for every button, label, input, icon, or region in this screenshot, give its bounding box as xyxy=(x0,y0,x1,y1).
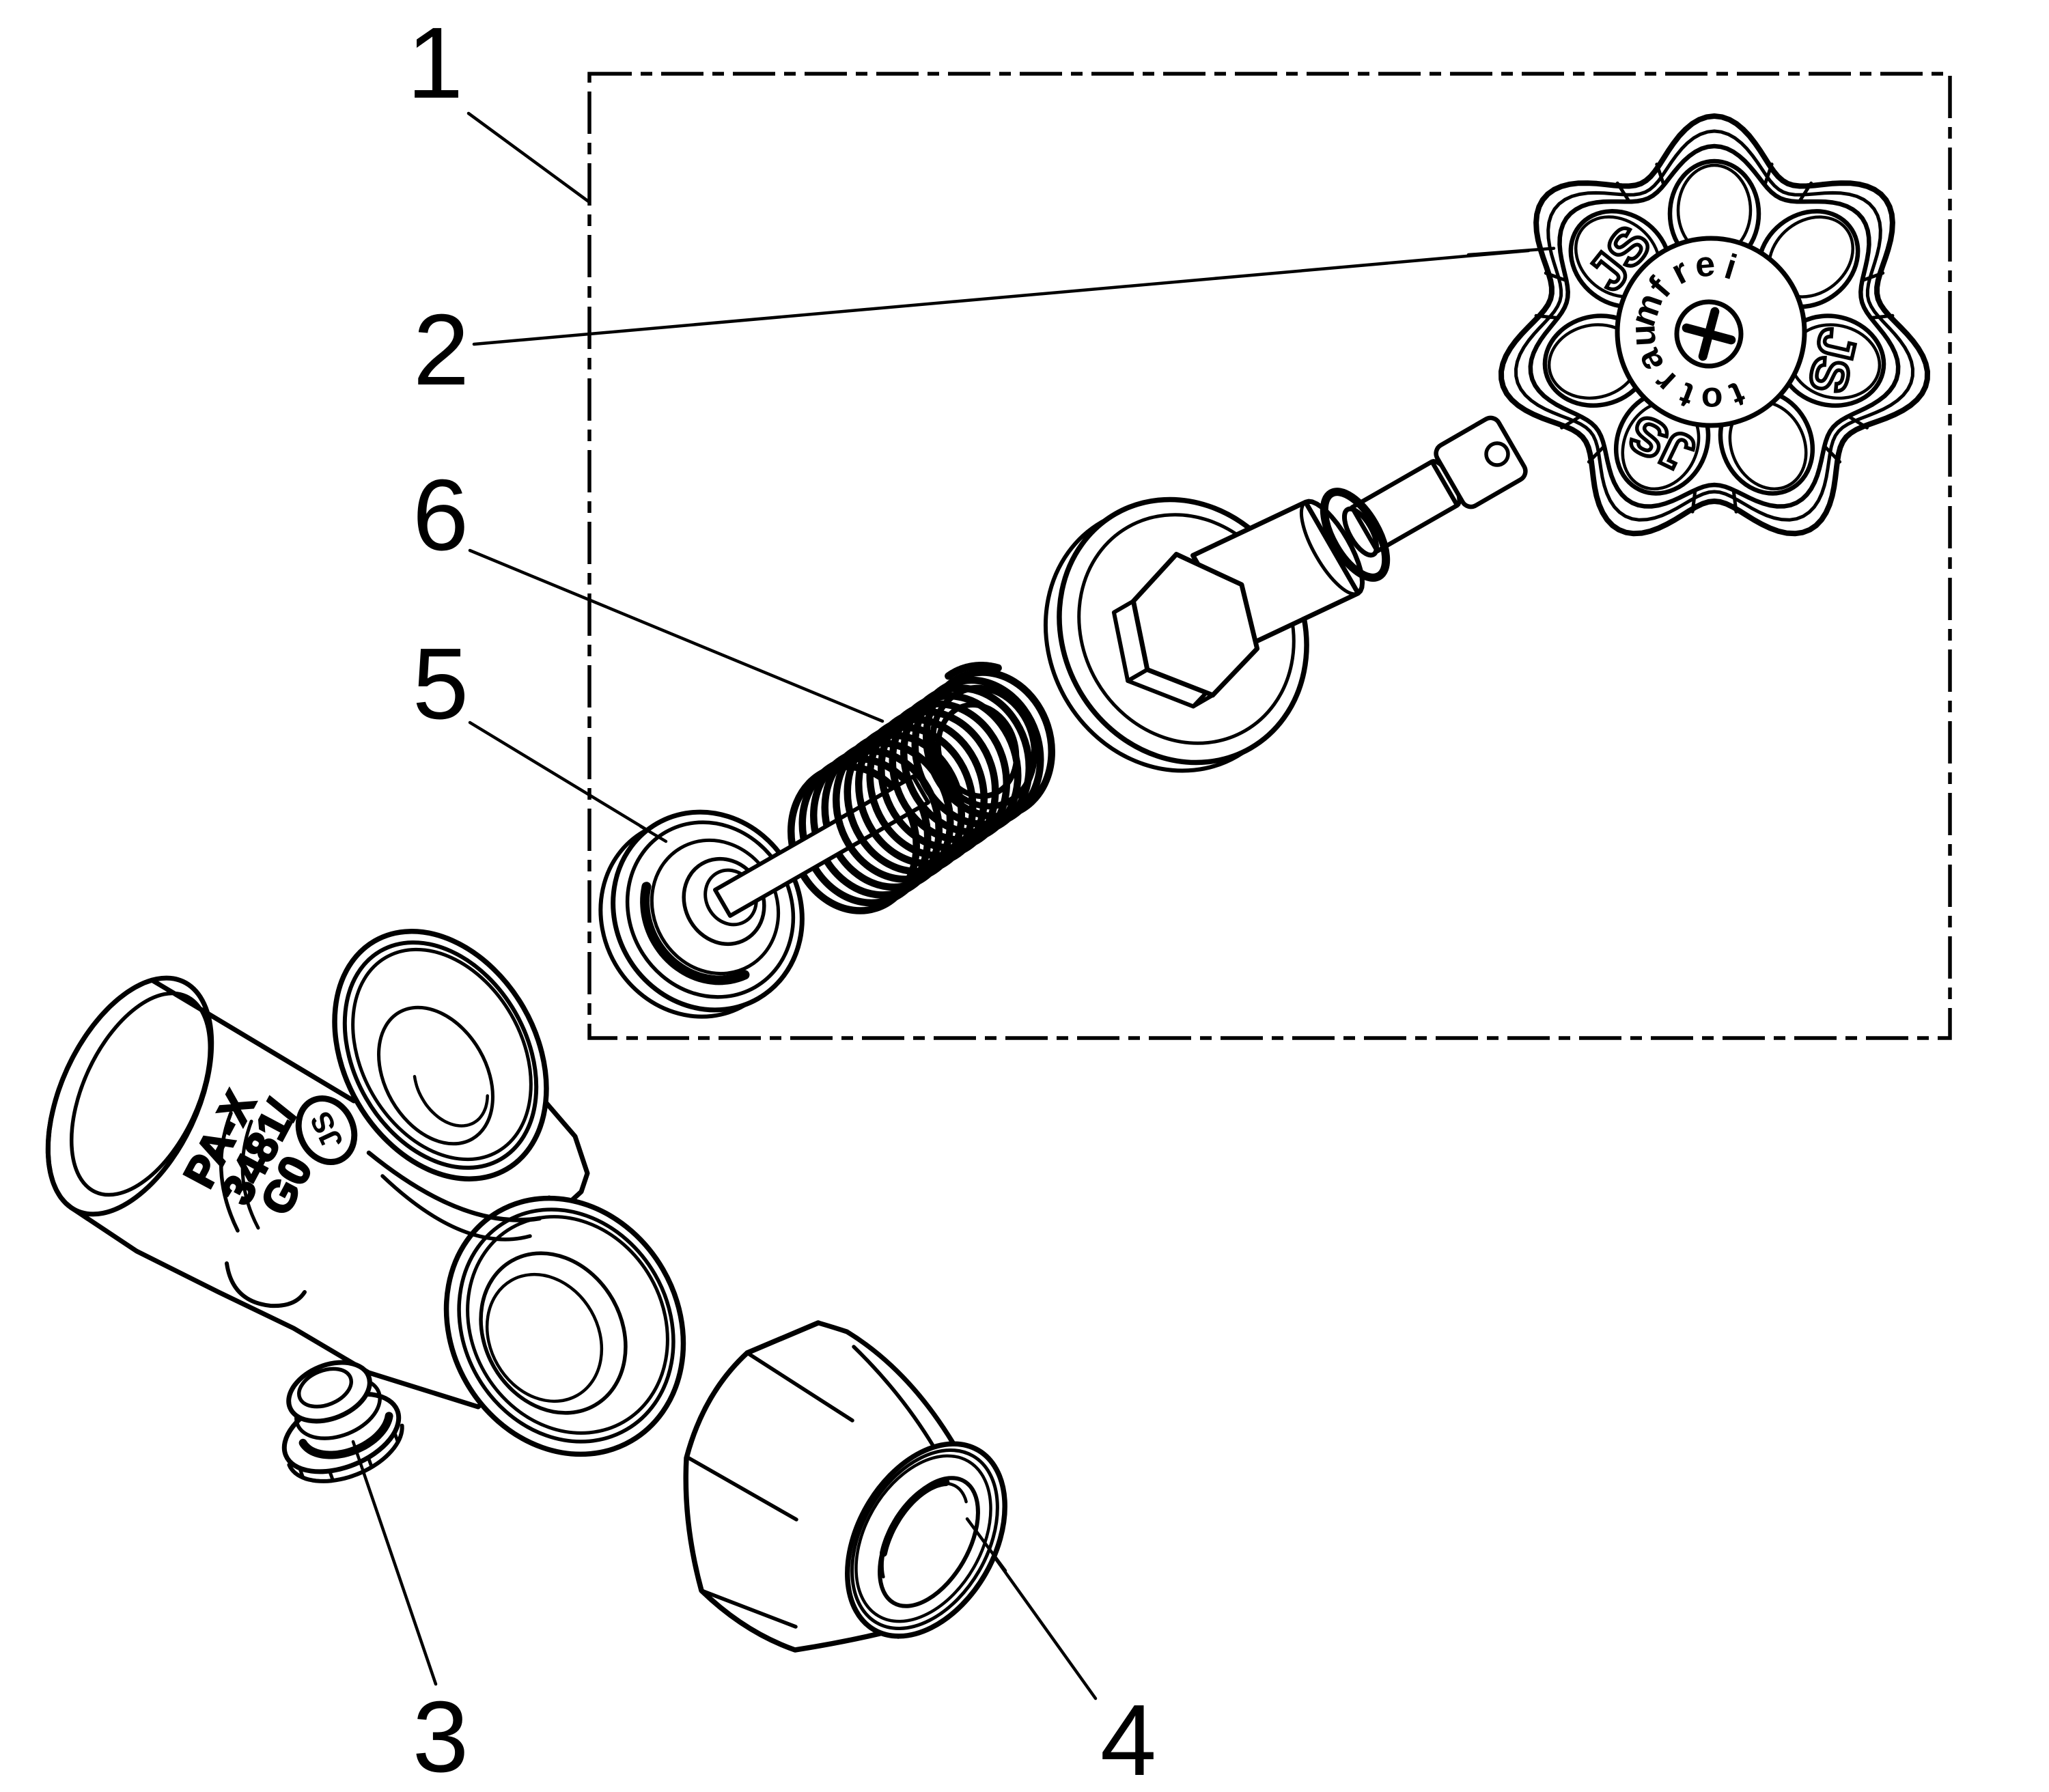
svg-text:2: 2 xyxy=(413,294,469,406)
svg-text:5: 5 xyxy=(413,628,469,740)
svg-text:4: 4 xyxy=(1100,1684,1156,1789)
svg-text:u: u xyxy=(1623,324,1664,348)
svg-text:1: 1 xyxy=(407,7,463,120)
svg-text:e: e xyxy=(1693,244,1716,285)
svg-text:o: o xyxy=(1701,380,1723,420)
svg-text:3: 3 xyxy=(413,1681,469,1789)
svg-text:6: 6 xyxy=(413,459,469,572)
